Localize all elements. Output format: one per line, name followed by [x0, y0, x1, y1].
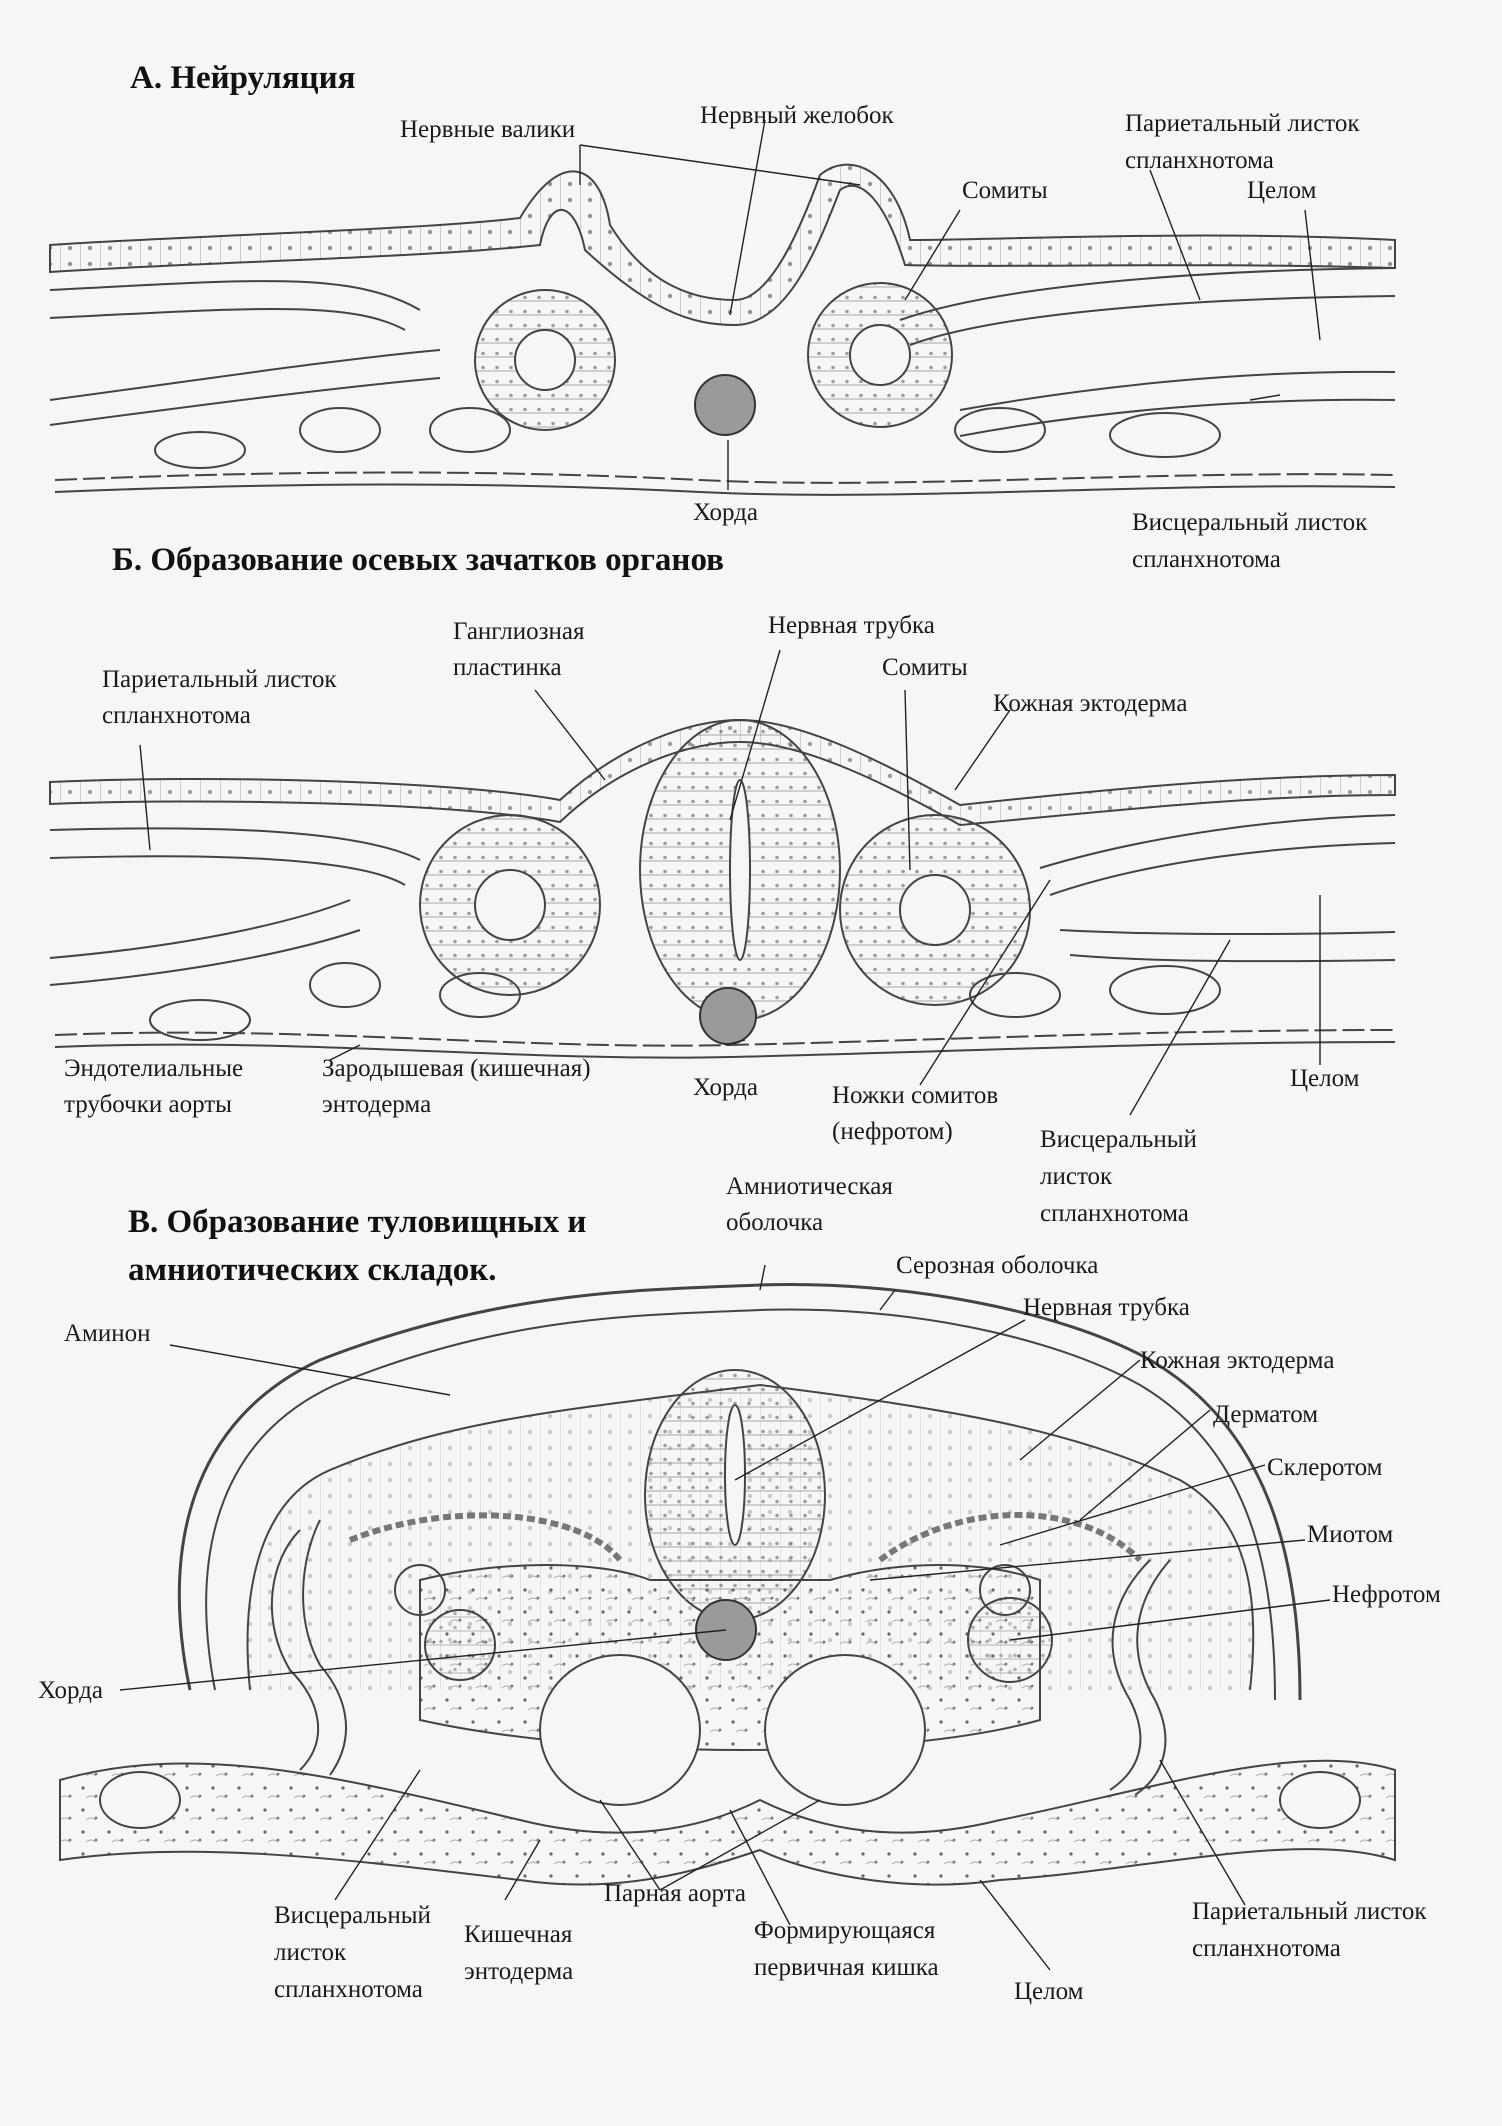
c-serous-membrane [177, 1283, 1302, 1701]
label-endothelial-2: трубочки аорты [64, 1091, 232, 1118]
section-b-drawing [49, 718, 1396, 1059]
label-visceral-c-3: спланхнотома [274, 1976, 423, 2003]
section-c-leaders [119, 1264, 1331, 1971]
section-a-drawing [49, 163, 1396, 496]
label-dermatome: Дерматом [1213, 1401, 1319, 1428]
label-primary-gut-2: первичная кишка [754, 1954, 939, 1981]
label-somite-stalks-2: (нефротом) [832, 1118, 953, 1145]
c-aorta-right [764, 1654, 926, 1806]
label-sclerotome: Склеротом [1267, 1454, 1383, 1481]
label-coelom-b: Целом [1290, 1065, 1360, 1092]
label-notochord-b: Хорда [693, 1074, 758, 1101]
section-a-title: А. Нейруляция [130, 60, 356, 96]
section-c-title-line2: амниотических складок. [128, 1252, 497, 1288]
label-visceral-b-2: листок [1040, 1163, 1113, 1190]
label-notochord-a: Хорда [693, 499, 758, 526]
label-neural-tube-b: Нервная трубка [768, 612, 935, 639]
label-visceral-c-2: листок [274, 1939, 347, 1966]
section-a-leaders [579, 119, 1321, 490]
label-paired-aorta: Парная аорта [604, 1880, 746, 1907]
c-nephrotome-left [424, 1609, 496, 1681]
label-germinal-1: Зародышевая (кишечная) [322, 1055, 591, 1082]
label-skin-ectoderm-b: Кожная эктодерма [993, 690, 1188, 717]
a-parietal-sheet [49, 267, 1396, 346]
b-skin-ectoderm [49, 718, 1396, 827]
label-parietal-a-1: Париетальный листок [1125, 110, 1360, 137]
b-endoderm [54, 1029, 1396, 1047]
label-neural-groove: Нервный желобок [700, 102, 894, 129]
label-notochord-c: Хорда [38, 1677, 103, 1704]
section-b-title: Б. Образование осевых зачатков органов [112, 542, 724, 578]
label-visceral-a-1: Висцеральный листок [1132, 509, 1368, 536]
a-notochord [694, 374, 756, 436]
section-c-title-line1: В. Образование туловищных и [128, 1204, 587, 1240]
label-ganglion-1: Ганглиозная [453, 618, 585, 645]
label-serous: Серозная оболочка [896, 1252, 1099, 1279]
a-visceral-sheet [49, 349, 1396, 437]
label-amnion: Аминон [64, 1320, 151, 1347]
label-neural-tube-c: Нервная трубка [1023, 1294, 1190, 1321]
c-bottom-band [59, 1759, 1396, 1886]
label-visceral-b-1: Висцеральный [1040, 1126, 1197, 1153]
label-parietal-b-2: спланхнотома [102, 702, 251, 729]
section-b-leaders [139, 649, 1321, 1116]
section-c-drawing [59, 1283, 1396, 1886]
label-endothelial-1: Эндотелиальные [64, 1055, 244, 1082]
label-somites-a: Сомиты [962, 177, 1048, 204]
label-visceral-c-1: Висцеральный [274, 1902, 431, 1929]
label-myotome: Миотом [1307, 1521, 1394, 1548]
label-coelom-c: Целом [1014, 1978, 1084, 2005]
label-neural-folds: Нервные валики [400, 116, 576, 143]
a-ectoderm-band [49, 163, 1396, 327]
label-amniotic-1: Амниотическая [726, 1173, 893, 1200]
label-primary-gut-1: Формирующаяся [754, 1917, 936, 1944]
c-aorta-left [539, 1654, 701, 1806]
label-germinal-2: энтодерма [322, 1091, 432, 1118]
label-ganglion-2: пластинка [453, 654, 562, 681]
b-notochord [699, 987, 757, 1045]
label-gut-endoderm-2: энтодерма [464, 1958, 574, 1985]
label-coelom-a: Целом [1247, 177, 1317, 204]
b-visceral-sheet [49, 899, 1396, 986]
label-nephrotome: Нефротом [1332, 1581, 1441, 1608]
a-endoderm [54, 471, 1396, 484]
label-visceral-a-2: спланхнотома [1132, 546, 1281, 573]
label-parietal-c-2: спланхнотома [1192, 1935, 1341, 1962]
b-parietal-sheet [49, 814, 1396, 896]
label-amniotic-2: оболочка [726, 1209, 824, 1236]
label-gut-endoderm-1: Кишечная [464, 1921, 573, 1948]
label-somites-b: Сомиты [882, 654, 968, 681]
label-somite-stalks-1: Ножки сомитов [832, 1082, 999, 1109]
label-parietal-b-1: Париетальный листок [102, 666, 337, 693]
label-parietal-c-1: Париетальный листок [1192, 1898, 1427, 1925]
label-visceral-b-3: спланхнотома [1040, 1200, 1189, 1227]
label-skin-ectoderm-c: Кожная эктодерма [1140, 1347, 1335, 1374]
label-parietal-a-2: спланхнотома [1125, 147, 1274, 174]
